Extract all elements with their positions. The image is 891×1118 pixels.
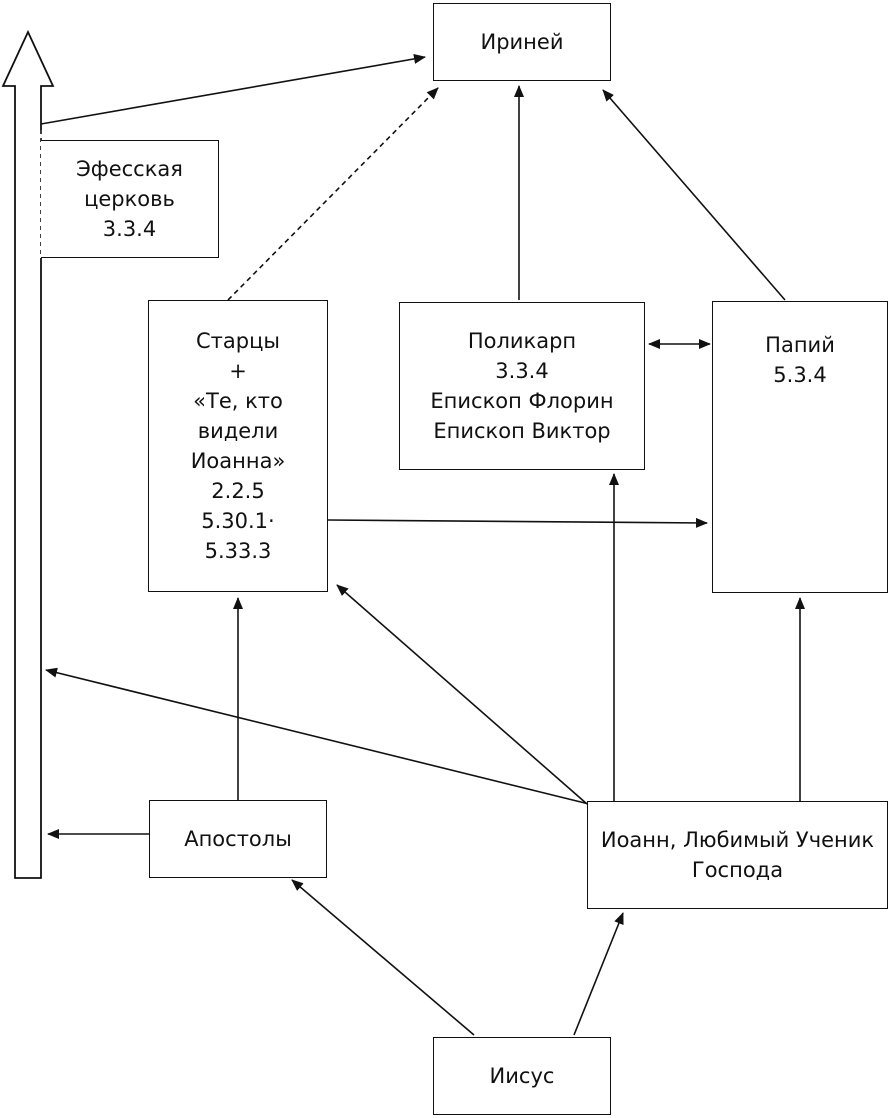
node-jesus-line: Иисус: [489, 1064, 555, 1088]
node-elders-line: +: [229, 359, 247, 383]
edge-papias-irenaeus: [602, 89, 786, 301]
node-polycarp: Поликарп 3.3.4 Епископ Флорин Епископ Ви…: [399, 302, 645, 470]
node-john-line: Иоанн, Любимый Ученик: [600, 828, 875, 852]
node-ephesus-line: церковь: [84, 187, 175, 211]
node-ephesian-church: Эфесская церковь 3.3.4: [41, 140, 219, 258]
node-apostles-line: Апостолы: [184, 827, 292, 851]
node-papias-line: Папий: [765, 333, 835, 357]
edge-elders-papias: [327, 517, 708, 528]
node-elders-line: 5.33.3: [204, 539, 272, 563]
node-elders-line: Иоанна»: [190, 449, 286, 473]
edge-stream-irenaeus: [40, 53, 426, 125]
edge-elders-irenaeus: [227, 87, 439, 301]
node-elders: Старцы + «Те, кто видели Иоанна» 2.2.5 5…: [148, 300, 328, 592]
edge-jesus-john: [573, 912, 624, 1036]
node-john-line: Господа: [691, 858, 784, 882]
node-ephesus-line: Эфесская: [76, 157, 183, 181]
node-elders-line: Старцы: [196, 329, 280, 353]
node-elders-line: 5.30.1·: [201, 509, 275, 533]
node-papias: Папий 5.3.4: [712, 301, 888, 593]
node-irenaeus-line: Ириней: [480, 30, 564, 54]
edge-john-stream: [45, 667, 598, 807]
node-polycarp-line: Епископ Флорин: [430, 389, 614, 413]
node-polycarp-line: Епископ Виктор: [433, 419, 611, 443]
edge-john-elders: [336, 584, 588, 805]
node-papias-line: 5.3.4: [773, 363, 827, 387]
node-elders-line: видели: [197, 419, 279, 443]
node-jesus: Иисус: [433, 1037, 611, 1115]
node-elders-line: 2.2.5: [211, 479, 265, 503]
node-john: Иоанн, Любимый Ученик Господа: [587, 801, 888, 909]
edge-jesus-apostles: [291, 879, 475, 1036]
node-polycarp-line: Поликарп: [467, 329, 577, 353]
node-polycarp-line: 3.3.4: [495, 359, 549, 383]
node-irenaeus: Ириней: [433, 3, 611, 81]
node-elders-line: «Те, кто: [193, 389, 283, 413]
node-ephesus-line: 3.3.4: [102, 217, 157, 241]
node-apostles: Апостолы: [149, 800, 327, 878]
